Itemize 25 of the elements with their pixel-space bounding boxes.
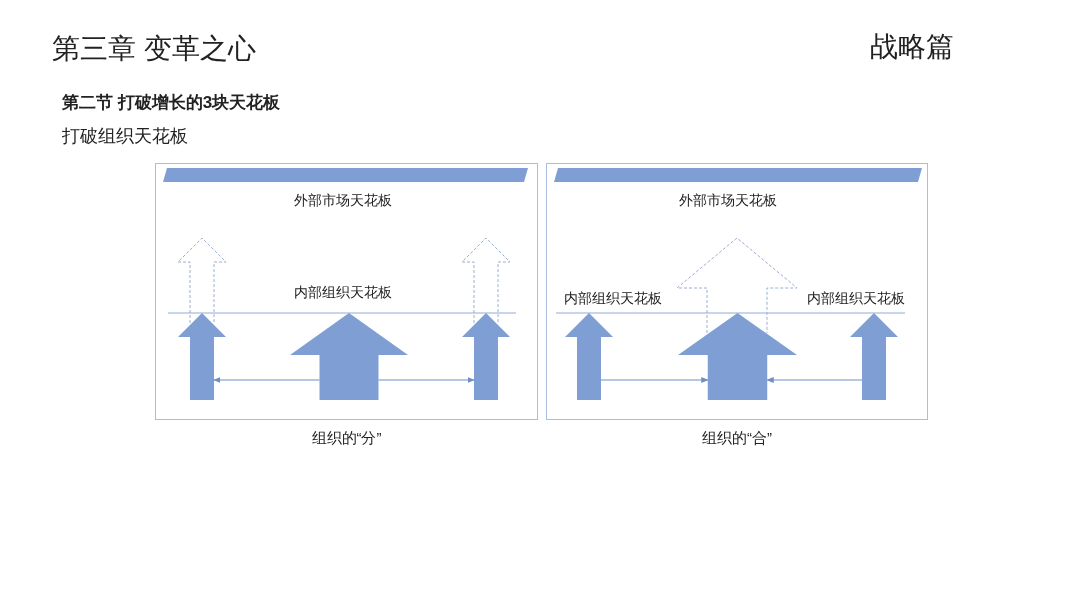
arrow (766, 377, 863, 383)
up-arrow (178, 313, 226, 400)
ceiling-label: 内部组织天花板 (805, 290, 907, 308)
arrow (213, 377, 321, 383)
panel-caption: 组织的“分” (311, 429, 382, 448)
ceiling-label: 外部市场天花板 (292, 192, 394, 210)
ceiling-label: 外部市场天花板 (677, 192, 779, 210)
up-arrow (462, 313, 510, 400)
ceiling-bar (554, 168, 922, 182)
subsection-heading: 第二节 打破增长的3块天花板 (62, 92, 281, 114)
up-arrow (850, 313, 898, 400)
arrow (377, 377, 475, 383)
ceiling-label: 内部组织天花板 (562, 290, 664, 308)
panel-frame (546, 163, 928, 420)
panel-caption: 组织的“合” (702, 429, 772, 448)
slide-title: 第三章 变革之心 (52, 32, 256, 66)
topic-text: 打破组织天花板 (62, 125, 188, 148)
panel-frame (155, 163, 538, 420)
section-label: 战略篇 (870, 30, 954, 64)
ceiling-label: 内部组织天花板 (292, 284, 394, 302)
up-arrow (290, 313, 408, 400)
up-arrow (565, 313, 613, 400)
up-arrow (678, 313, 797, 400)
ceiling-bar (163, 168, 528, 182)
arrow (600, 377, 709, 383)
